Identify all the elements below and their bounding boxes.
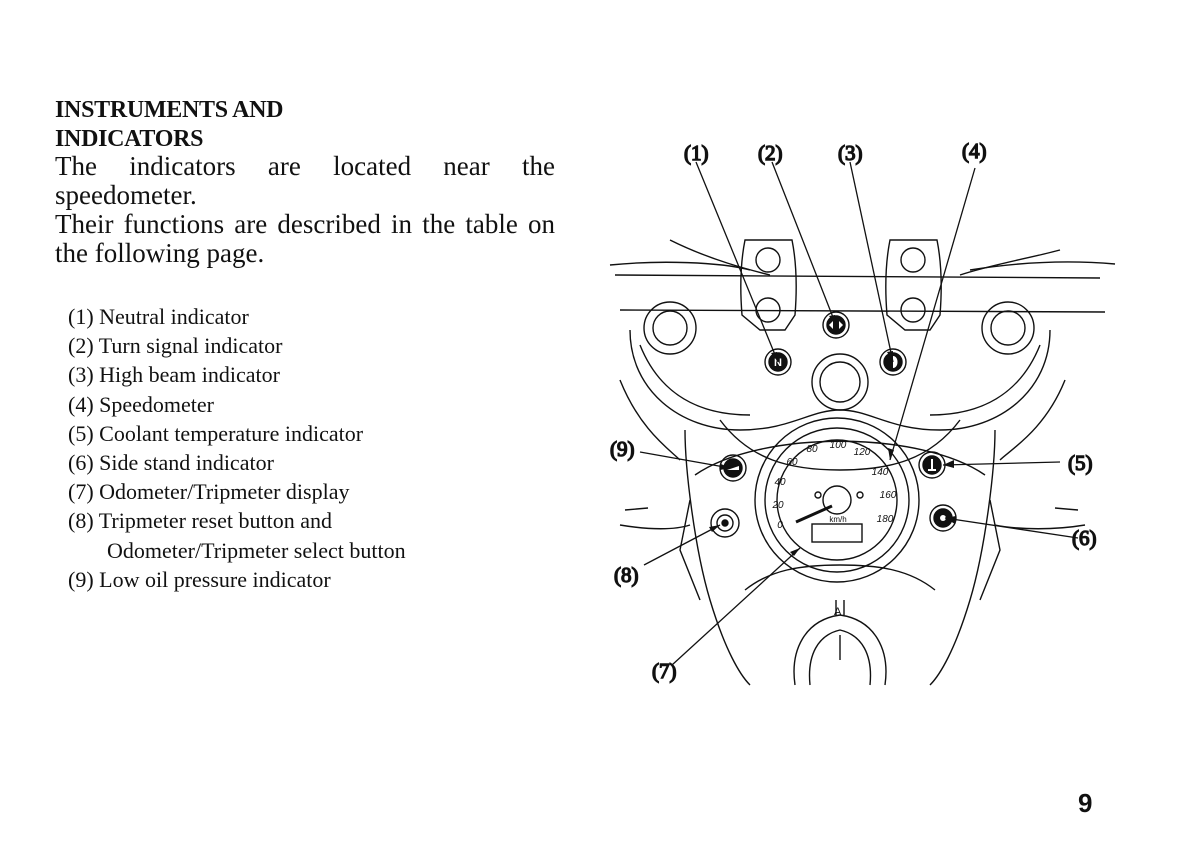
gauge-tick-label: 160: [880, 490, 897, 501]
gauge-tick-label: 100: [830, 440, 847, 451]
odometer-display: [811, 523, 863, 543]
legend-item: (8) Tripmeter reset button and: [68, 508, 332, 534]
riser-left: [740, 239, 797, 331]
turn-signal-icon: [829, 321, 843, 329]
gauge-tick-label: 20: [771, 500, 784, 511]
page-number: 9: [1078, 788, 1093, 818]
speed-unit: km/h: [829, 515, 846, 524]
gauge-tick-label: 0: [777, 520, 783, 531]
legend-item: (9) Low oil pressure indicator: [68, 566, 331, 592]
instrument-diagram-svg: N km/h 0 20 40 60: [609, 138, 1116, 686]
section-heading: INSTRUMENTS AND INDICATORS: [55, 96, 284, 154]
gauge-tick-label: 180: [877, 514, 894, 525]
heading-line-1: INSTRUMENTS AND: [55, 97, 284, 123]
fuel-mark: A: [834, 606, 842, 618]
heading-line-2: INDICATORS: [55, 126, 204, 152]
callout-label-8: (8): [614, 563, 639, 587]
arrowheads: [709, 315, 956, 556]
gauge-tick-label: 80: [806, 444, 818, 455]
handlebar: [609, 239, 1116, 313]
legend-item: (1) Neutral indicator: [68, 304, 249, 329]
fuel-tank: A: [744, 564, 936, 686]
side-stand-icon: [940, 515, 946, 521]
callout-label-2: (2): [758, 141, 783, 165]
legend-item-continuation: Odometer/Tripmeter select button: [107, 537, 406, 563]
reset-button: [710, 508, 740, 538]
gauge-tick-label: 60: [786, 457, 798, 468]
fork-caps: [643, 301, 1035, 355]
gauge-tick-label: 140: [872, 467, 889, 478]
reset-button-icon: [721, 519, 729, 527]
intro-paragraph-1: The indicators are located near the spee…: [55, 151, 555, 210]
legend-item: (4) Speedometer: [68, 391, 214, 417]
gauge-tick-label: 40: [774, 477, 786, 488]
legend-item: (6) Side stand indicator: [68, 450, 274, 476]
callout-label-4: (4): [962, 139, 987, 163]
oil-pressure-icon: [727, 466, 739, 470]
intro-text: The indicators are located near the spee…: [55, 152, 555, 268]
legend-item: (5) Coolant temperature indicator: [68, 420, 364, 446]
gauge-tick-label: 120: [854, 447, 871, 458]
high-beam-icon: [893, 356, 898, 368]
callout-label-3: (3): [838, 141, 863, 165]
intro-paragraph-2: Their functions are described in the tab…: [55, 209, 555, 268]
legend-item: (7) Odometer/Tripmeter display: [68, 479, 350, 505]
legend-item: (3) High beam indicator: [68, 362, 280, 388]
legend-list: (1) Neutral indicator (2) Turn signal in…: [68, 302, 406, 594]
callout-label-9: (9): [610, 437, 635, 461]
oil-pressure-indicator: [719, 454, 747, 482]
neutral-icon: N: [774, 357, 782, 369]
instrument-diagram: N km/h 0 20 40 60: [600, 130, 1120, 690]
callout-label-5: (5): [1068, 451, 1093, 475]
triple-clamp: [619, 329, 1066, 471]
speedometer: km/h 0 20 40 60 80 100 120 140 160 180: [754, 417, 920, 583]
callout-label-1: (1): [684, 141, 709, 165]
callout-label-6: (6): [1072, 526, 1097, 550]
leader-lines: [639, 161, 1079, 666]
callout-label-7: (7): [652, 659, 677, 683]
riser-right: [885, 239, 942, 331]
legend-item: (2) Turn signal indicator: [68, 333, 283, 359]
coolant-icon: [928, 459, 936, 471]
coolant-indicator: [918, 451, 946, 479]
